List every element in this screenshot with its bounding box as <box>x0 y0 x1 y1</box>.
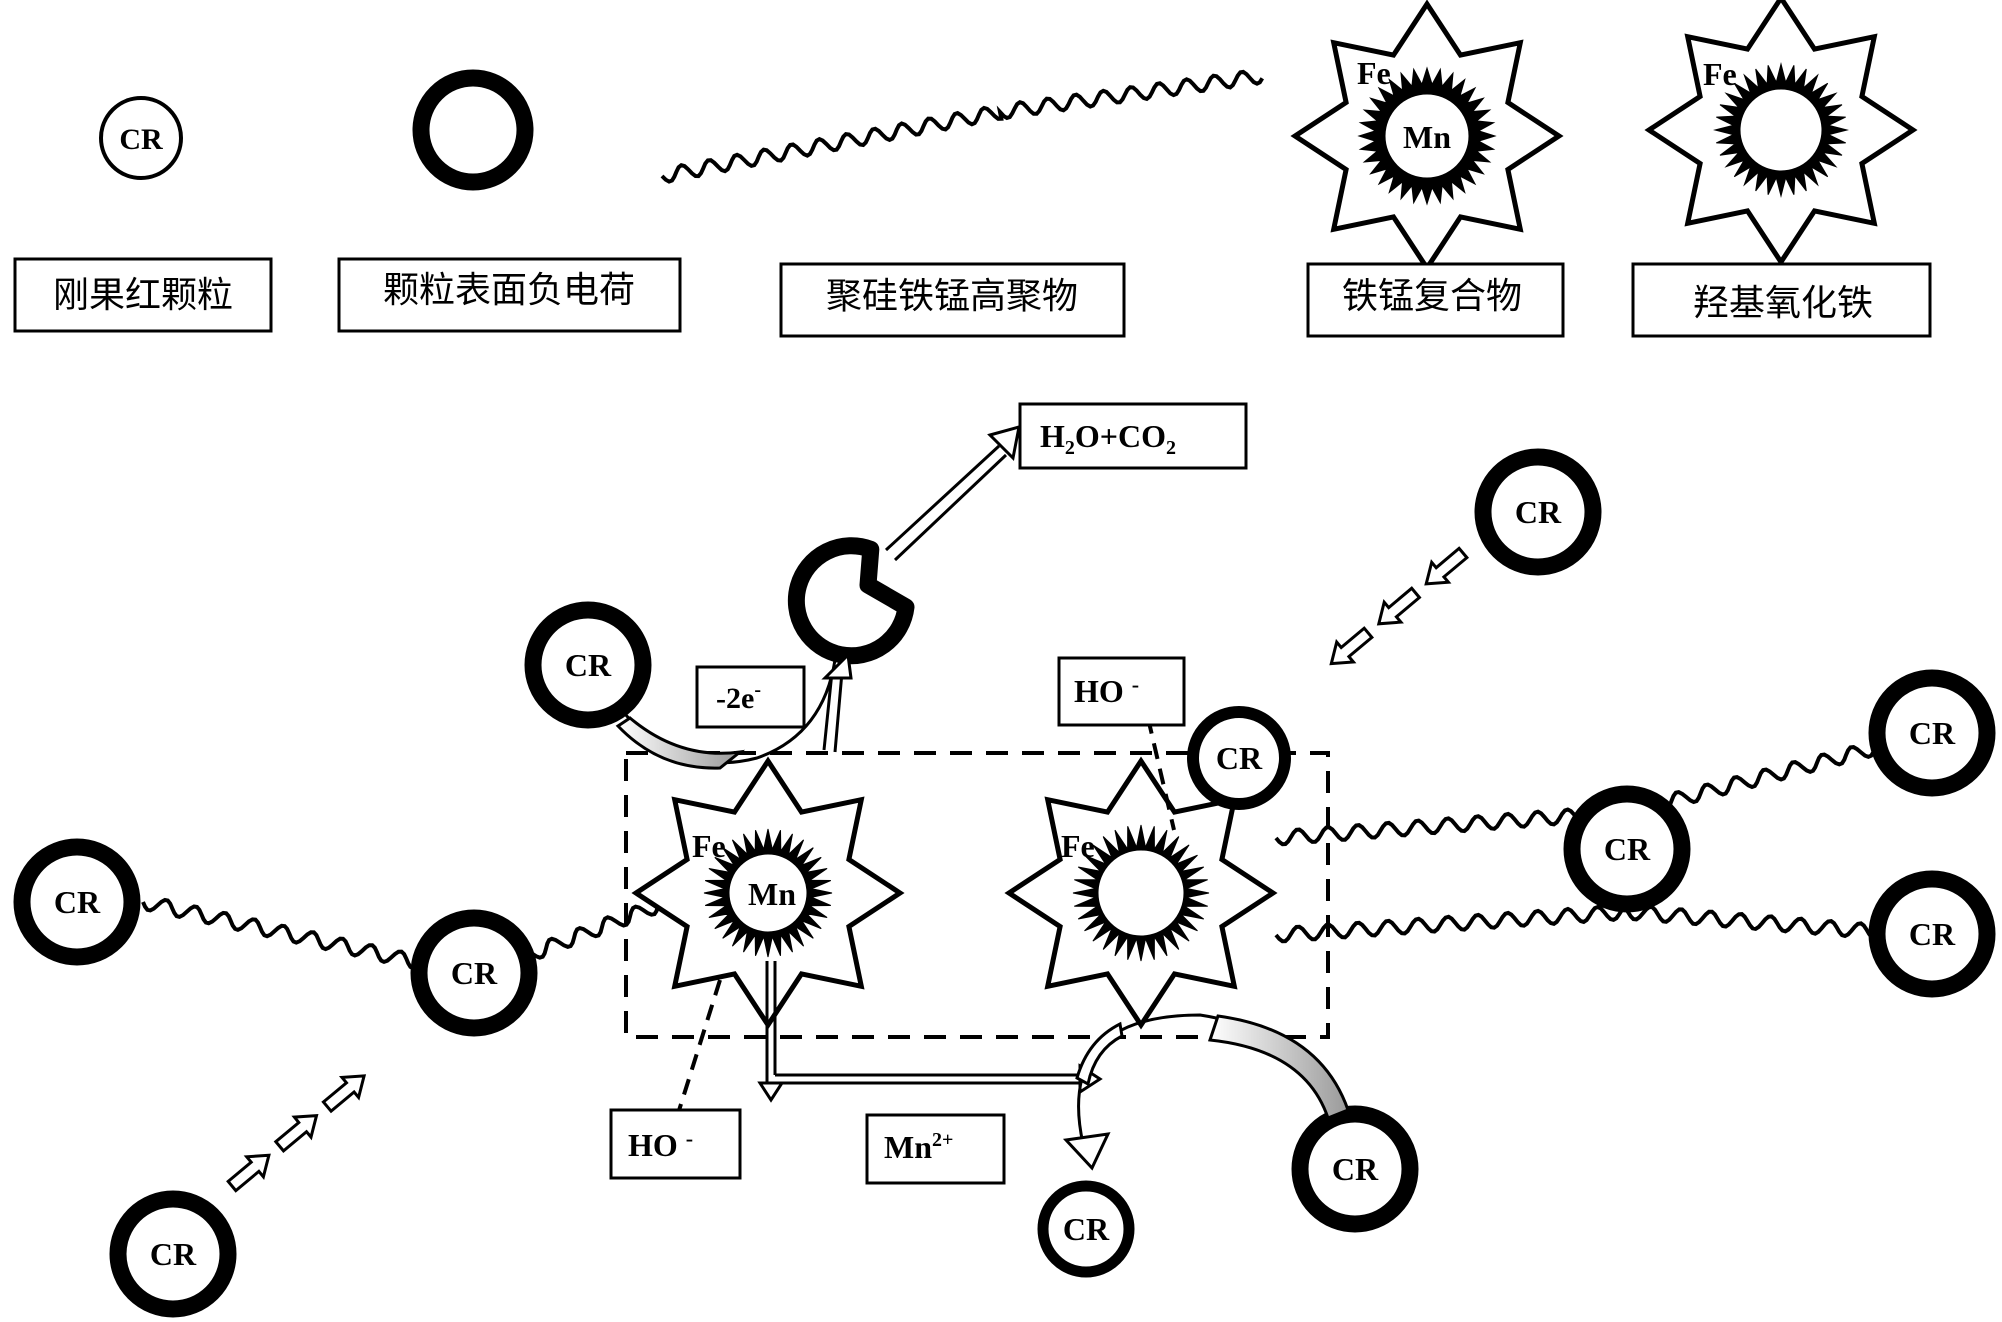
svg-text:CR: CR <box>1909 916 1956 952</box>
hydroxide-tether-upper <box>1146 717 1176 831</box>
legend-fe-mn-complex-icon: Mn Fe <box>1295 4 1559 268</box>
svg-text:Mn2+: Mn2+ <box>884 1129 953 1165</box>
cr-particle-bound-box: CR <box>1187 706 1291 810</box>
fe-mn-complex: Mn Fe <box>636 761 900 1025</box>
legend-polymer-icon <box>660 69 1264 184</box>
cr-particle-bottom-left: CR <box>109 1190 237 1318</box>
legend-label-fe-mn-complex: 铁锰复合物 <box>1342 276 1522 317</box>
legend-box-polymer <box>779 262 1126 338</box>
product-label-box: H2O+CO2 <box>1018 402 1248 470</box>
svg-text:CR: CR <box>1216 740 1263 776</box>
svg-text:Fe: Fe <box>692 828 726 864</box>
svg-text:HO-: HO- <box>1074 672 1139 709</box>
svg-text:CR: CR <box>1909 715 1956 751</box>
svg-text:HO-: HO- <box>628 1126 693 1163</box>
legend-label-negative-charge: 颗粒表面负电荷 <box>383 270 635 311</box>
svg-text:CR: CR <box>451 955 498 991</box>
legend: CR Mn Fe Fe 刚果红颗粒 颗粒表面负电荷 聚硅铁锰高聚物 铁锰复合物 <box>13 0 1932 338</box>
svg-text:-2e-: -2e- <box>716 679 761 715</box>
cr-particle-left-edge: CR <box>13 838 141 966</box>
legend-cr-particle-text: CR <box>119 123 163 156</box>
cr-particle-left-mid: CR <box>410 909 538 1037</box>
degraded-particle <box>787 537 915 665</box>
hydroxide-tether-lower <box>674 979 722 1121</box>
svg-text:Fe: Fe <box>1061 828 1095 864</box>
approach-arrows-top-right <box>1329 546 1470 666</box>
svg-text:Fe: Fe <box>1357 55 1391 91</box>
legend-label-polymer: 聚硅铁锰高聚物 <box>826 276 1078 317</box>
svg-text:CR: CR <box>1604 831 1651 867</box>
svg-text:Mn: Mn <box>1403 119 1451 155</box>
cr-particle-right-far-upper: CR <box>1868 669 1996 797</box>
svg-text:CR: CR <box>565 647 612 683</box>
svg-text:H2O+CO2: H2O+CO2 <box>1040 418 1176 459</box>
iron-oxyhydroxide: Fe <box>1009 761 1273 1025</box>
svg-text:CR: CR <box>54 884 101 920</box>
svg-text:CR: CR <box>1515 494 1562 530</box>
legend-cr-particle-icon <box>99 96 183 180</box>
approach-arrows-bottom-left <box>226 1074 367 1193</box>
legend-box-cr <box>13 257 273 333</box>
electron-label-box: -2e- <box>695 665 806 729</box>
electron-transfer-arrow <box>615 651 853 770</box>
mn-ion-label-box: Mn2+ <box>865 1113 1006 1185</box>
cr-particle-bottom-right: CR <box>1291 1105 1419 1233</box>
mechanism: Mn Fe Fe CR CR <box>13 402 1996 1318</box>
mn-transfer-arrow <box>1062 1013 1350 1171</box>
legend-label-iron-oxyhydroxide: 羟基氧化铁 <box>1693 283 1873 324</box>
svg-text:CR: CR <box>1063 1211 1110 1247</box>
cr-particle-bottom-center: CR <box>1037 1180 1135 1278</box>
hollow-arrow-segment <box>1376 586 1422 626</box>
legend-iron-oxyhydroxide-icon: Fe <box>1649 0 1913 262</box>
polymer-chain-right-lower <box>1274 902 1922 944</box>
legend-box-fe-mn-complex <box>1306 262 1565 338</box>
hydroxide-label-box-upper: HO- <box>1057 656 1186 727</box>
hollow-arrow-segment <box>1424 546 1470 586</box>
cr-particle-top-left: CR <box>524 601 652 729</box>
hollow-arrow-segment <box>226 1153 271 1193</box>
legend-box-iron-oxyhydroxide <box>1631 262 1932 338</box>
legend-label-cr-particle: 刚果红颗粒 <box>53 275 233 316</box>
svg-text:CR: CR <box>1332 1151 1379 1187</box>
svg-text:CR: CR <box>150 1236 197 1272</box>
cr-particle-top-right: CR <box>1474 448 1602 576</box>
hollow-arrow-segment <box>321 1074 367 1114</box>
hollow-arrow-segment <box>1329 626 1375 666</box>
legend-negative-charge-icon <box>412 69 534 191</box>
hydroxide-label-box-lower: HO- <box>609 1108 742 1180</box>
hollow-arrow-segment <box>273 1113 319 1154</box>
cr-particle-right-mid: CR <box>1563 785 1691 913</box>
svg-text:Fe: Fe <box>1703 56 1737 92</box>
svg-text:Mn: Mn <box>748 876 796 912</box>
product-arrow <box>884 424 1021 562</box>
legend-box-negative-charge <box>337 257 682 333</box>
reaction-zone-box <box>624 751 1330 1039</box>
cr-particle-right-far-lower: CR <box>1868 870 1996 998</box>
